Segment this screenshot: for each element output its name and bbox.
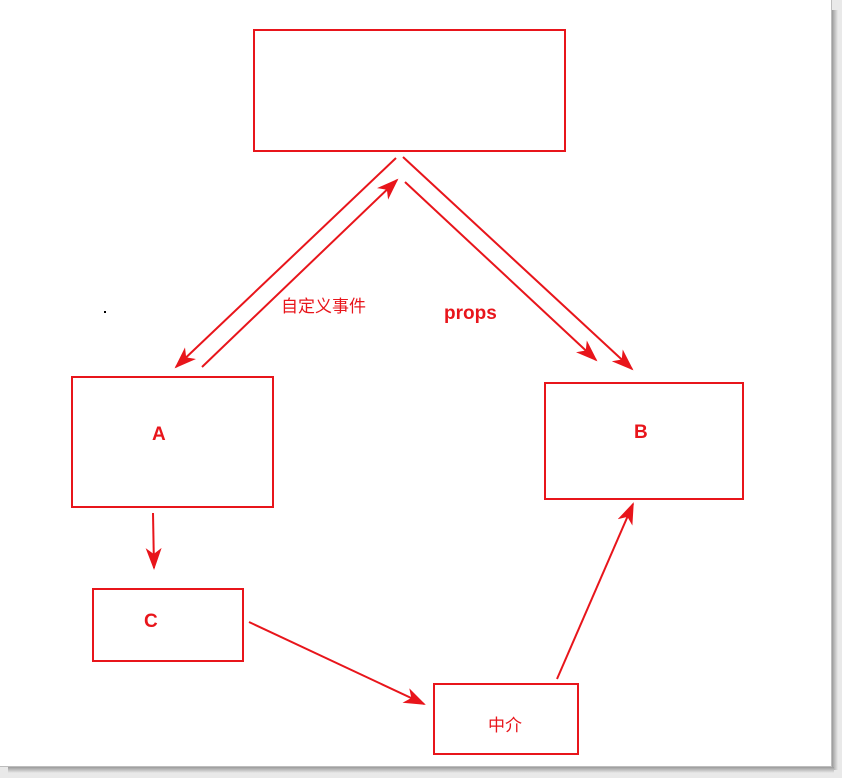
node-a [71, 376, 274, 508]
custom-event-label: 自定义事件 [281, 297, 366, 317]
node-b-label: B [634, 422, 648, 443]
mediator-node [433, 683, 579, 755]
node-c-label: C [144, 611, 158, 632]
arrow-a-to-c [145, 512, 162, 570]
mediator-node-label: 中介 [488, 716, 522, 736]
arrow-parent-to-a [174, 157, 397, 369]
canvas-shadow-right [832, 10, 838, 770]
parent-node [253, 29, 566, 152]
arrow-parent-to-b-outer [402, 156, 634, 371]
stray-dot [104, 311, 106, 313]
node-c [92, 588, 244, 662]
canvas-shadow-bottom [8, 767, 834, 773]
arrow-c-to-mediator [248, 621, 426, 705]
arrow-mediator-to-b [556, 502, 634, 680]
props-label: props [444, 303, 497, 324]
arrow-a-to-parent [201, 178, 399, 368]
node-b [544, 382, 744, 500]
node-a-label: A [152, 424, 166, 445]
arrow-parent-to-b-inner [404, 181, 598, 362]
